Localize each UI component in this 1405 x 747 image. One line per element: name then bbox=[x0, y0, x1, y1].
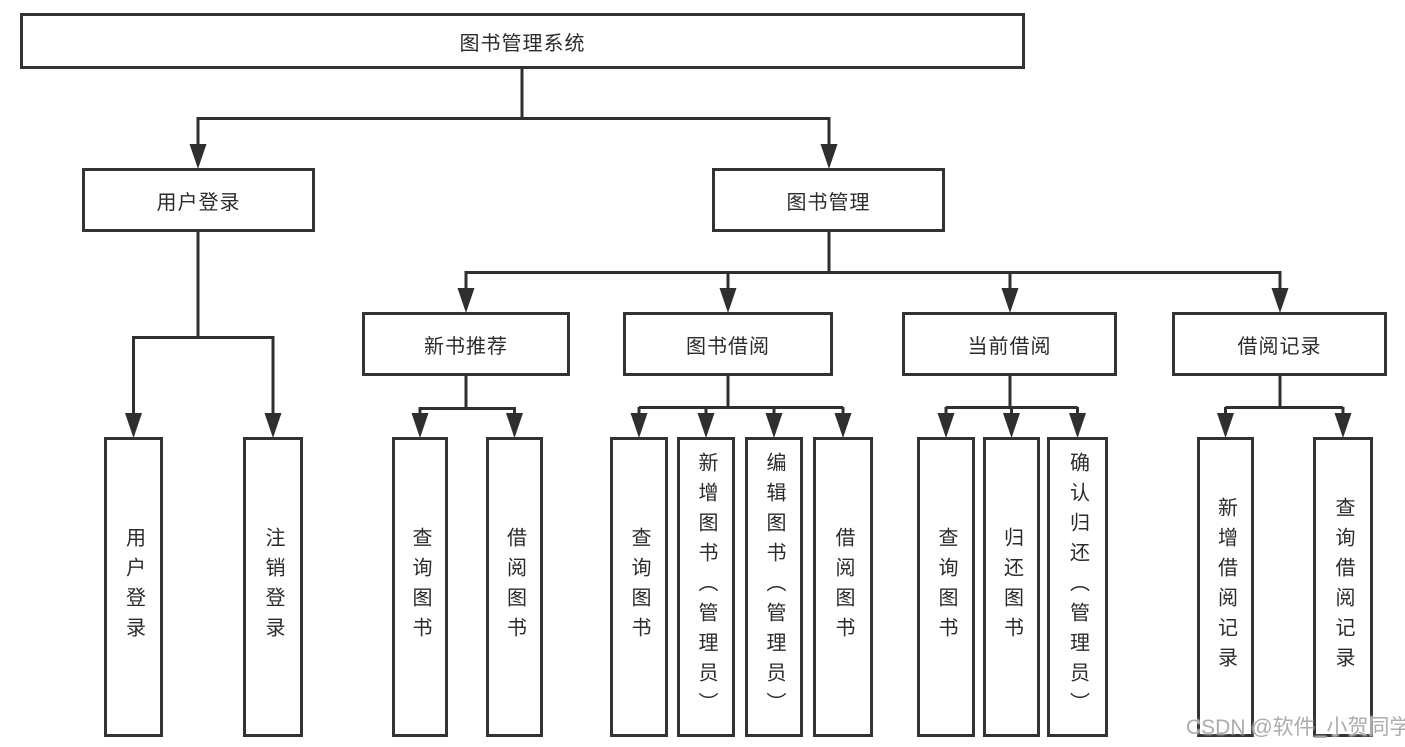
leaf-bb-edit-books-admin-label: 编辑图书（管理员） bbox=[763, 452, 785, 722]
node-book-management-label: 图书管理 bbox=[786, 191, 871, 214]
leaf-cb-query-books-label: 查询图书 bbox=[935, 527, 957, 647]
leaf-br-query-record: 查询借阅记录 bbox=[1313, 437, 1373, 737]
leaf-br-query-record-label: 查询借阅记录 bbox=[1332, 497, 1354, 677]
arrow-down-icon bbox=[264, 413, 282, 438]
arrow-down-icon bbox=[125, 413, 142, 438]
arrow-down-icon bbox=[1271, 288, 1289, 313]
connector-user-login-children bbox=[132, 232, 275, 416]
connector-book-mgmt-to-level3 bbox=[464, 232, 1282, 291]
arrow-down-icon bbox=[457, 288, 475, 313]
leaf-cb-return-books-label: 归还图书 bbox=[1000, 527, 1023, 647]
node-new-book-recommend-label: 新书推荐 bbox=[424, 335, 508, 358]
leaf-nb-query-books-label: 查询图书 bbox=[409, 527, 431, 647]
arrow-down-icon bbox=[820, 144, 838, 169]
arrow-down-icon bbox=[1003, 413, 1020, 438]
connector-borrow-records-children bbox=[1224, 376, 1345, 416]
leaf-nb-query-books: 查询图书 bbox=[392, 437, 448, 737]
leaf-bb-add-books-admin: 新增图书（管理员） bbox=[677, 437, 735, 737]
node-current-borrow-label: 当前借阅 bbox=[967, 335, 1052, 358]
arrow-down-icon bbox=[765, 413, 783, 438]
node-book-management: 图书管理 bbox=[712, 168, 945, 232]
arrow-down-icon bbox=[1217, 413, 1234, 438]
leaf-nb-borrow-books-label: 借阅图书 bbox=[503, 527, 526, 647]
leaf-logout-label: 注销登录 bbox=[262, 527, 284, 647]
arrow-down-icon bbox=[834, 413, 852, 438]
node-current-borrow: 当前借阅 bbox=[902, 312, 1117, 376]
leaf-cb-confirm-return-admin-label: 确认归还（管理员） bbox=[1066, 452, 1089, 722]
leaf-logout: 注销登录 bbox=[243, 437, 303, 737]
leaf-br-add-record: 新增借阅记录 bbox=[1197, 437, 1254, 737]
arrow-down-icon bbox=[697, 413, 715, 438]
node-root-label: 图书管理系统 bbox=[459, 32, 586, 55]
leaf-bb-edit-books-admin: 编辑图书（管理员） bbox=[745, 437, 803, 737]
arrow-down-icon bbox=[630, 413, 648, 438]
connector-new-books-children bbox=[418, 376, 516, 416]
csdn-watermark: CSDN @软件_小贺同学 bbox=[1186, 716, 1405, 739]
leaf-bb-borrow-books: 借阅图书 bbox=[813, 437, 873, 737]
connector-root-to-level2 bbox=[196, 69, 831, 147]
node-borrow-records: 借阅记录 bbox=[1172, 312, 1387, 376]
arrow-down-icon bbox=[1069, 413, 1086, 438]
arrow-down-icon bbox=[1001, 288, 1019, 313]
leaf-cb-query-books: 查询图书 bbox=[917, 437, 975, 737]
arrow-down-icon bbox=[189, 144, 207, 169]
arrow-down-icon bbox=[719, 288, 737, 313]
leaf-cb-confirm-return-admin: 确认归还（管理员） bbox=[1047, 437, 1108, 737]
arrow-down-icon bbox=[1334, 413, 1352, 438]
connector-current-borrow-children bbox=[944, 376, 1079, 416]
node-user-login: 用户登录 bbox=[82, 168, 315, 232]
node-book-borrow-label: 图书借阅 bbox=[686, 335, 770, 358]
leaf-bb-query-books: 查询图书 bbox=[610, 437, 668, 737]
leaf-user-login: 用户登录 bbox=[104, 437, 163, 737]
node-user-login-label: 用户登录 bbox=[156, 191, 241, 214]
leaf-bb-add-books-admin-label: 新增图书（管理员） bbox=[695, 452, 717, 722]
node-root: 图书管理系统 bbox=[20, 13, 1025, 69]
arrow-down-icon bbox=[937, 413, 955, 438]
node-book-borrow: 图书借阅 bbox=[623, 312, 833, 376]
leaf-bb-query-books-label: 查询图书 bbox=[628, 527, 650, 647]
leaf-bb-borrow-books-label: 借阅图书 bbox=[832, 527, 854, 647]
leaf-cb-return-books: 归还图书 bbox=[983, 437, 1040, 737]
node-borrow-records-label: 借阅记录 bbox=[1237, 335, 1322, 358]
leaf-user-login-label: 用户登录 bbox=[122, 527, 145, 647]
arrow-down-icon bbox=[411, 413, 429, 438]
leaf-br-add-record-label: 新增借阅记录 bbox=[1214, 497, 1237, 677]
connector-book-borrow-children bbox=[637, 376, 845, 416]
node-new-book-recommend: 新书推荐 bbox=[362, 312, 570, 376]
arrow-down-icon bbox=[506, 413, 523, 438]
leaf-nb-borrow-books: 借阅图书 bbox=[486, 437, 543, 737]
